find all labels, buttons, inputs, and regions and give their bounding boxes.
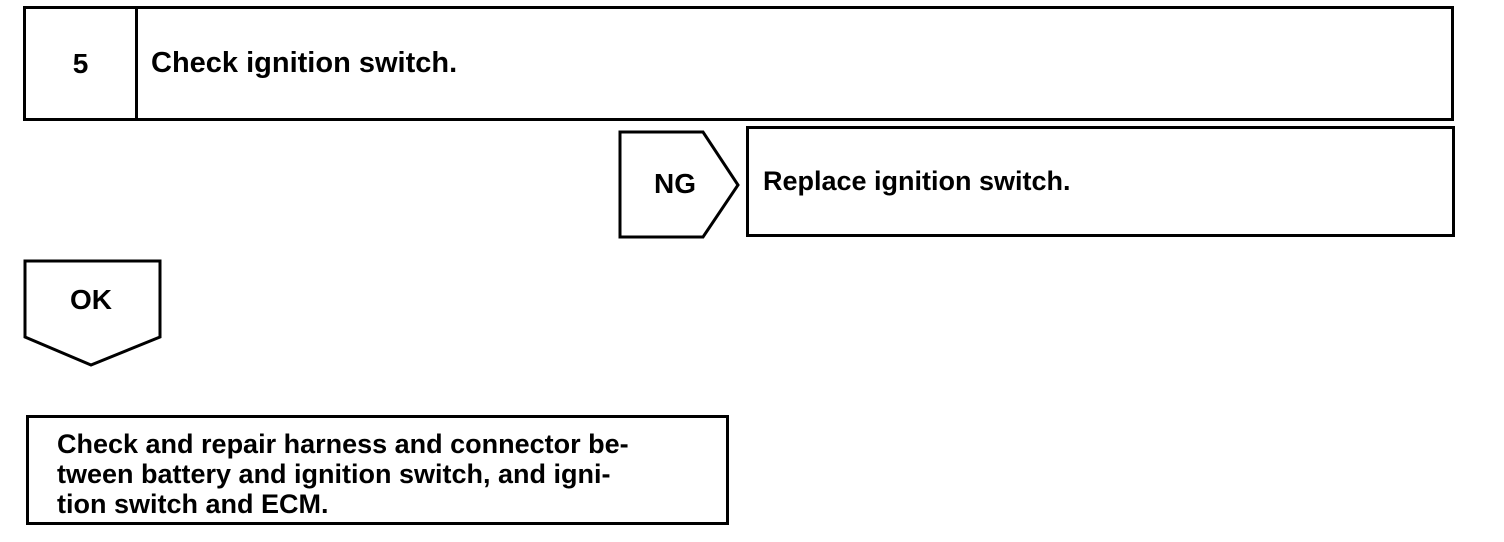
- final-action-line: tion switch and ECM.: [57, 489, 329, 519]
- ok-arrow-shape: [23, 259, 162, 367]
- ok-label: OK: [70, 284, 112, 315]
- ng-action-box: Replace ignition switch.: [746, 126, 1455, 237]
- final-action-box: Check and repair harness and connector b…: [26, 415, 729, 525]
- step-title: Check ignition switch.: [151, 47, 458, 79]
- ng-label: NG: [654, 168, 696, 199]
- step-number: 5: [26, 9, 138, 118]
- ng-action-text: Replace ignition switch.: [763, 166, 1071, 196]
- step-header-box: 5 Check ignition switch.: [23, 6, 1454, 121]
- ng-arrow-shape: [618, 130, 740, 239]
- final-action-line: Check and repair harness and connector b…: [57, 429, 629, 459]
- final-action-line: tween battery and ignition switch, and i…: [57, 459, 611, 489]
